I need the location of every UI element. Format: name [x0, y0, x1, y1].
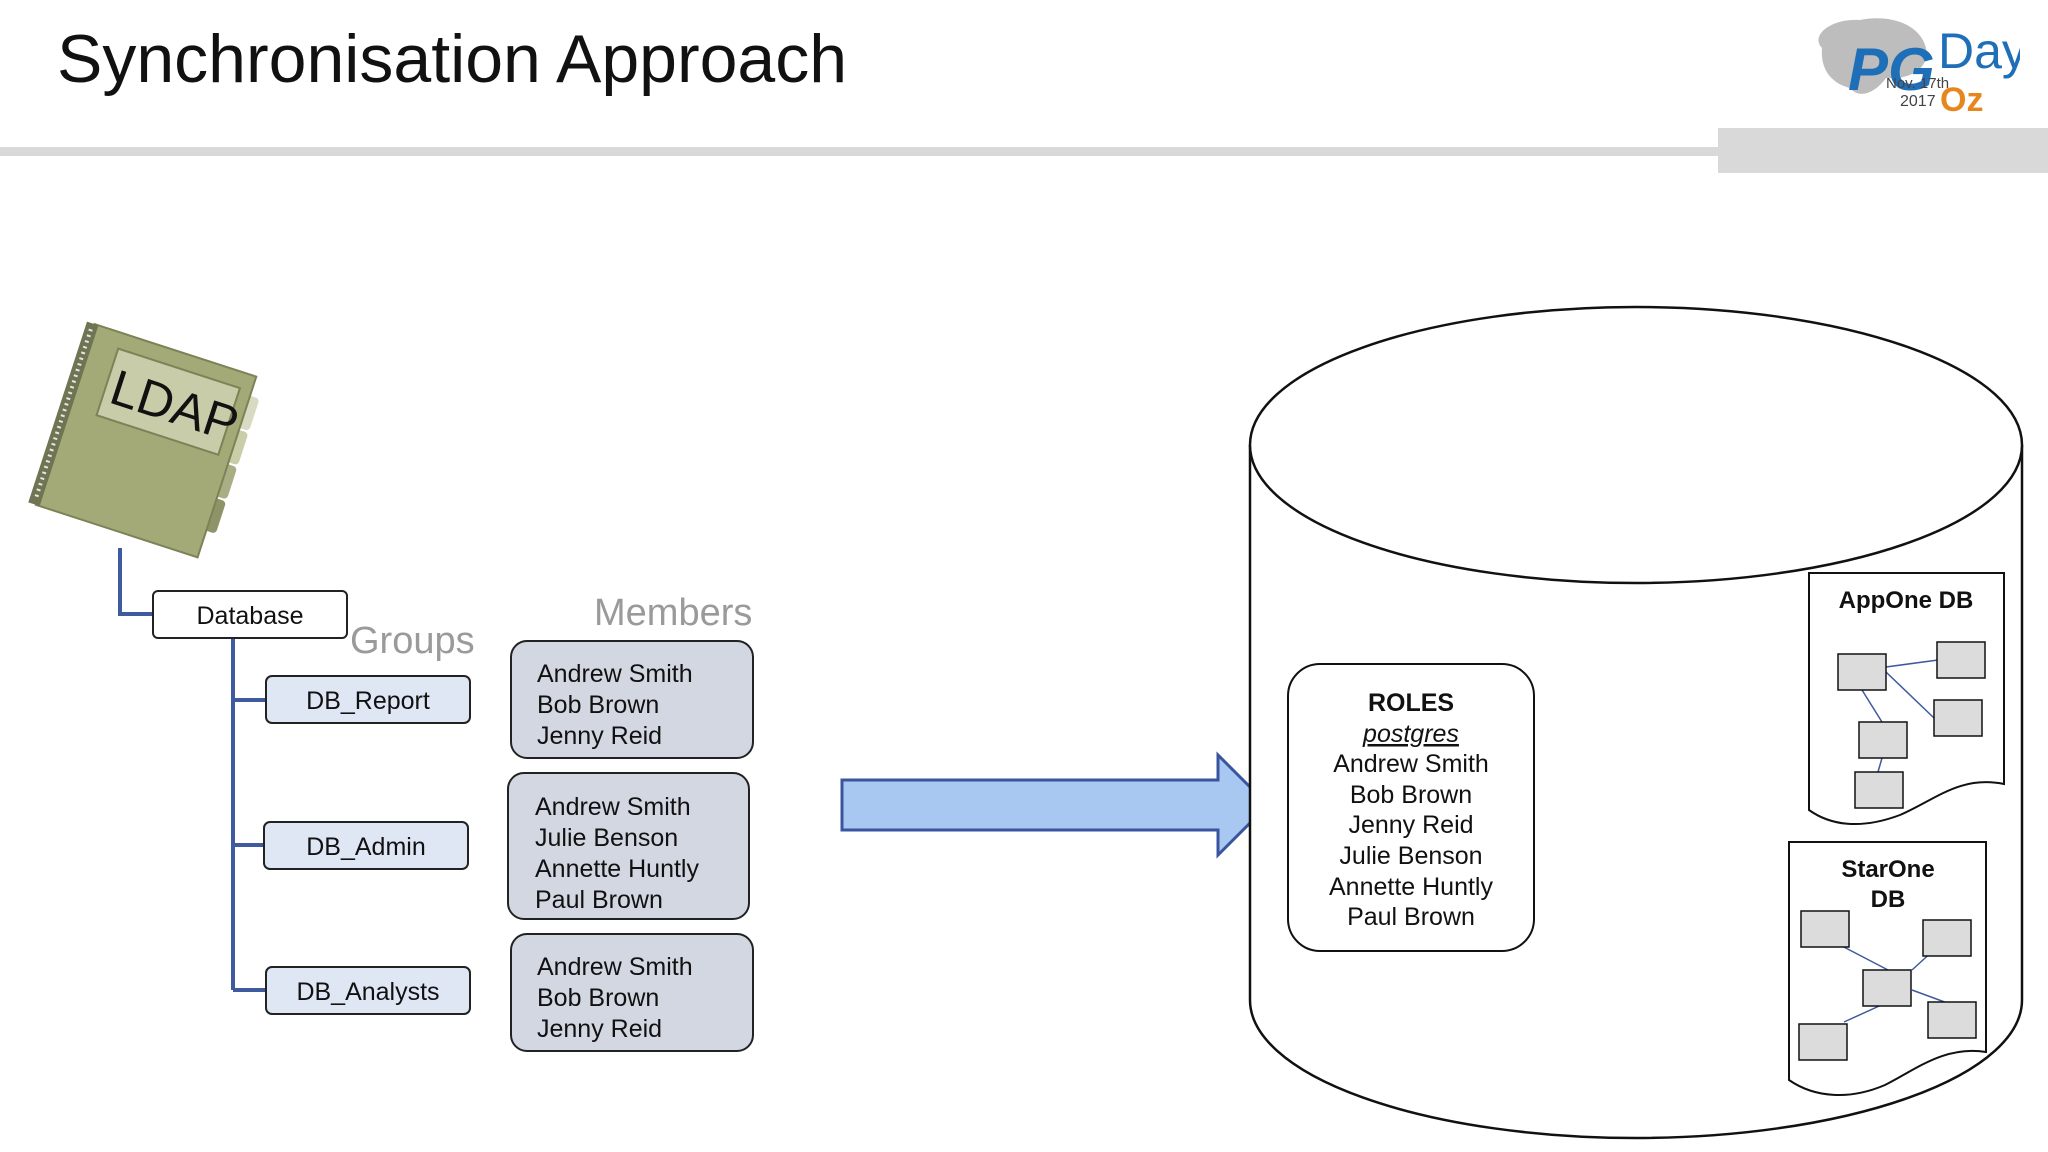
role-name: Julie Benson: [1339, 842, 1482, 870]
ldap-database-node: [152, 590, 348, 639]
logo-oz: Oz: [1940, 81, 1983, 119]
sync-arrow-icon: [840, 751, 1271, 859]
role-name: Jenny Reid: [1348, 811, 1473, 839]
ldap-tree-connectors: [118, 548, 266, 992]
roles-box: [1287, 663, 1535, 952]
member-name: Bob Brown: [537, 691, 659, 719]
member-name: Andrew Smith: [535, 793, 691, 821]
appone-db-document: AppOne DB: [1808, 572, 2005, 826]
appone-db-title: AppOne DB: [1839, 587, 1974, 614]
elephant-silhouette-icon: [1818, 18, 1927, 94]
members-box-db-analysts: [510, 933, 754, 1052]
member-name: Andrew Smith: [537, 660, 693, 688]
starone-db-title-2: DB: [1871, 886, 1906, 913]
starone-db-document: StarOne DB: [1788, 841, 1987, 1097]
groups-heading: Groups: [350, 620, 475, 662]
role-name: Andrew Smith: [1333, 750, 1489, 778]
logo-day: Day: [1938, 23, 2020, 79]
role-name: Paul Brown: [1347, 903, 1475, 931]
group-label-db-admin: DB_Admin: [306, 833, 426, 861]
group-node-db-analysts: [265, 966, 471, 1015]
schema-tables-icon: [1861, 659, 1939, 773]
roles-title: ROLES: [1368, 689, 1454, 717]
logo-date: Nov. 17th: [1886, 75, 1949, 92]
group-label-db-report: DB_Report: [306, 687, 430, 715]
member-name: Jenny Reid: [537, 1015, 662, 1043]
title-underline-bar: [0, 147, 1718, 156]
role-name: postgres: [1362, 720, 1459, 748]
title-bar-accent: [1718, 128, 2048, 173]
members-box-db-report: [510, 640, 754, 759]
group-label-db-analysts: DB_Analysts: [296, 978, 439, 1006]
ldap-database-label: Database: [196, 602, 303, 630]
pgday-logo: PG Day Nov. 17th 2017 Oz: [1818, 18, 2020, 119]
member-name: Paul Brown: [535, 886, 663, 914]
logo-pg: PG: [1848, 36, 1935, 103]
member-name: Annette Huntly: [535, 855, 699, 883]
members-heading: Members: [594, 592, 752, 634]
slide-title: Synchronisation Approach: [57, 21, 848, 97]
member-name: Bob Brown: [537, 984, 659, 1012]
role-name: Annette Huntly: [1329, 873, 1493, 901]
logo-year: 2017: [1900, 93, 1936, 110]
member-name: Jenny Reid: [537, 722, 662, 750]
member-name: Andrew Smith: [537, 953, 693, 981]
group-node-db-report: [265, 675, 471, 724]
ldap-notebook-icon: LDAP: [28, 321, 259, 559]
role-name: Bob Brown: [1350, 781, 1472, 809]
members-box-db-admin: [507, 772, 750, 920]
group-node-db-admin: [263, 821, 469, 870]
member-name: Julie Benson: [535, 824, 678, 852]
starone-db-title-1: StarOne: [1841, 856, 1934, 883]
